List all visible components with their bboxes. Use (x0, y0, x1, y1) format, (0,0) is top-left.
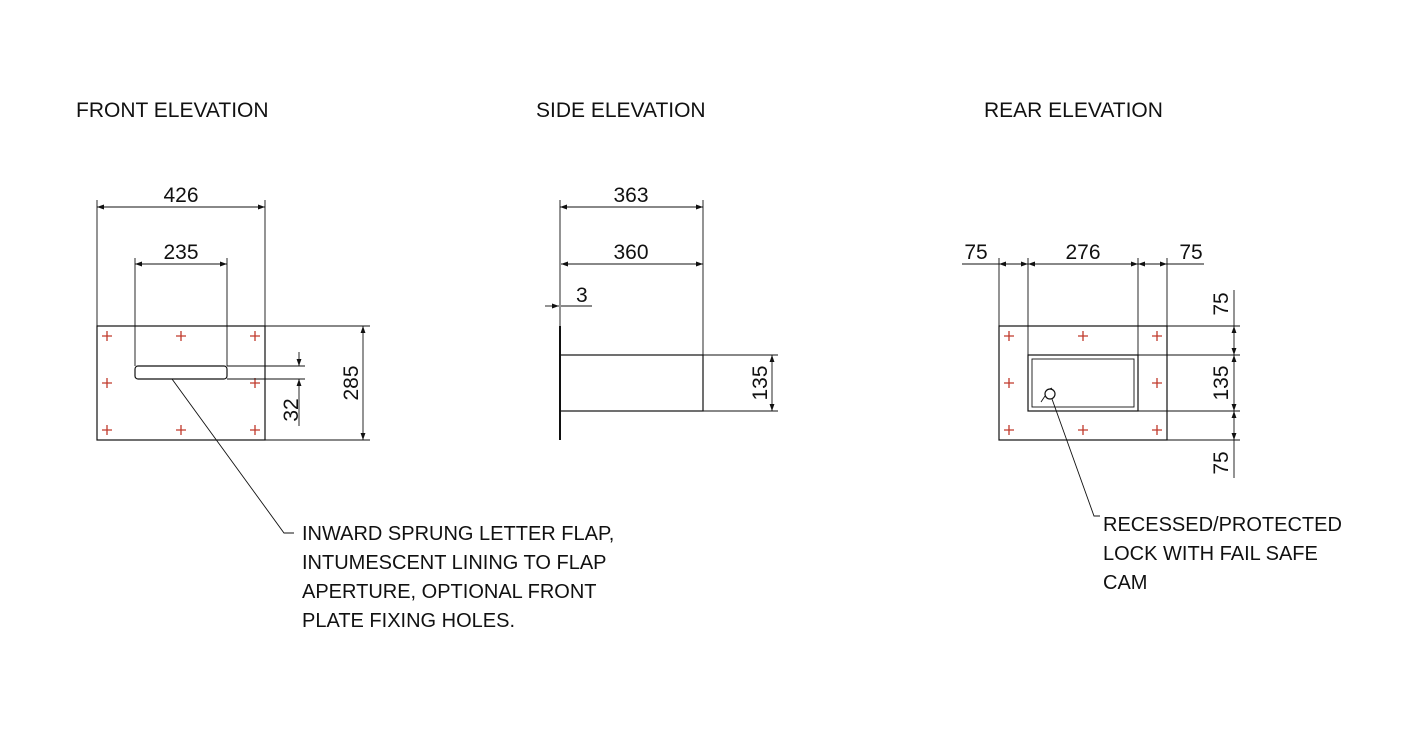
front-note-line-1: INWARD SPRUNG LETTER FLAP, (302, 523, 614, 545)
front-dim-flap-height: 32 (227, 352, 305, 426)
front-dim-overall-height: 285 (265, 325, 370, 441)
dim-3: 3 (576, 284, 588, 307)
rear-note-line-2: LOCK WITH FAIL SAFE (1103, 543, 1318, 565)
rear-dims-horizontal: 75 276 75 (962, 241, 1204, 355)
front-plate (96, 325, 266, 441)
side-dim-body-depth: 360 (561, 241, 703, 267)
side-body (559, 354, 704, 412)
lock-icon (1040, 387, 1056, 403)
rear-box-inner (1031, 358, 1135, 408)
rear-elevation: REAR ELEVATION (962, 99, 1342, 594)
side-dim-plate-thickness: 3 (545, 284, 592, 309)
dim-75-right: 75 (1179, 241, 1202, 264)
side-dim-overall-depth: 363 (559, 184, 704, 355)
rear-note-line-1: RECESSED/PROTECTED (1103, 514, 1342, 536)
rear-dims-vertical: 75 135 75 (1138, 290, 1240, 478)
rear-fixing-marks (1004, 331, 1162, 435)
dim-135-side: 135 (749, 365, 772, 400)
side-elevation-title: SIDE ELEVATION (536, 99, 706, 122)
side-dim-body-height: 135 (703, 354, 778, 412)
front-dim-overall-width: 426 (96, 184, 266, 326)
dim-360: 360 (613, 241, 648, 264)
dim-276: 276 (1065, 241, 1100, 264)
dim-32: 32 (280, 398, 303, 421)
dim-285: 285 (340, 365, 363, 400)
dim-75-left: 75 (964, 241, 987, 264)
letter-flap-slot (134, 365, 228, 380)
front-note-line-4: PLATE FIXING HOLES. (302, 610, 515, 632)
side-elevation: SIDE ELEVATION 363 360 3 135 (536, 99, 778, 440)
front-note-line-2: INTUMESCENT LINING TO FLAP (302, 552, 607, 574)
rear-box-outer (1027, 354, 1139, 412)
rear-note-leader (1051, 398, 1100, 517)
front-dim-flap-width: 235 (134, 241, 228, 366)
dim-135-rear: 135 (1210, 365, 1233, 400)
dim-75-top: 75 (1210, 292, 1233, 315)
front-note-leader (171, 378, 294, 534)
front-fixing-marks (102, 331, 260, 435)
dim-235: 235 (163, 241, 198, 264)
rear-plate (998, 325, 1168, 441)
front-elevation: FRONT ELEVATION 426 235 (76, 99, 614, 632)
dim-75-bottom: 75 (1210, 451, 1233, 474)
dim-363: 363 (613, 184, 648, 207)
dim-426: 426 (163, 184, 198, 207)
rear-note-line-3: CAM (1103, 572, 1147, 594)
front-elevation-title: FRONT ELEVATION (76, 99, 269, 122)
front-note-line-3: APERTURE, OPTIONAL FRONT (302, 581, 596, 603)
rear-elevation-title: REAR ELEVATION (984, 99, 1163, 122)
